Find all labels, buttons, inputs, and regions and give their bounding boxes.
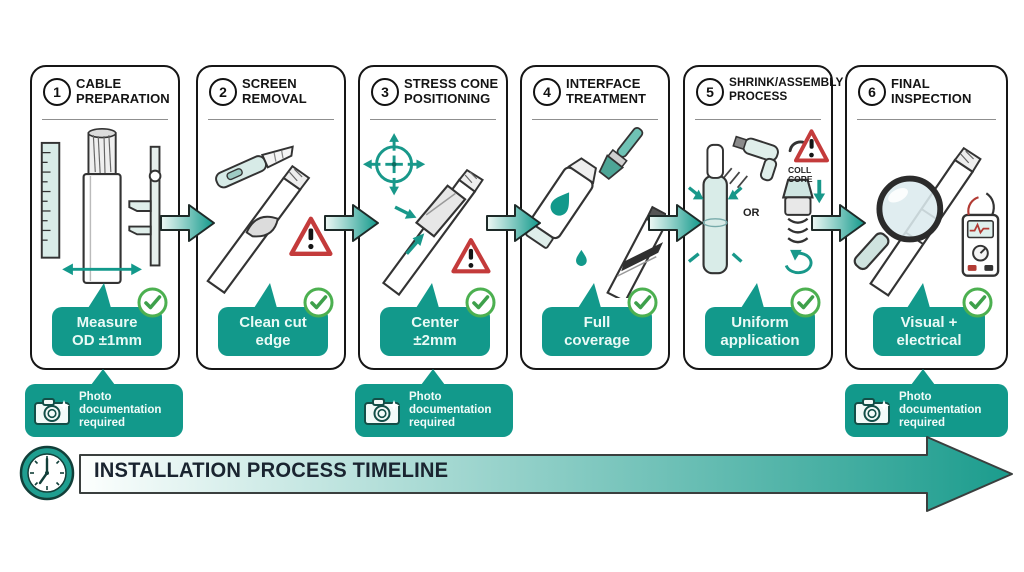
callout-tail (416, 283, 439, 308)
core-label: COLL CORE (788, 165, 813, 185)
header-divider (857, 119, 996, 120)
photo-documentation-badge: Photo documentation required (845, 369, 1008, 437)
photo-documentation-badge: Photo documentation required (355, 369, 513, 437)
step-title: INTERFACE TREATMENT (566, 76, 647, 107)
gel-tube-brush-icon (525, 127, 671, 303)
application-callout: Uniform application (705, 307, 815, 356)
header-divider (532, 119, 658, 120)
step-arrow-icon (160, 204, 215, 242)
step-title: SHRINK/ASSEMBLY PROCESS (729, 75, 844, 103)
header-divider (695, 119, 821, 120)
header-divider (42, 119, 168, 120)
check-icon (962, 287, 993, 318)
photo-documentation-badge: Photo documentation required (25, 369, 183, 437)
timeline-arrow (79, 436, 1013, 512)
step-arrow-icon (324, 204, 379, 242)
step-title: STRESS CONE POSITIONING (404, 76, 499, 107)
photo-badge-text: Photo documentation required (79, 391, 162, 429)
cable-preparation-illustration (34, 123, 176, 298)
header-divider (208, 119, 334, 120)
shrink-assembly-illustration (687, 123, 829, 298)
photo-badge-text: Photo documentation required (409, 391, 492, 429)
magnifier-multimeter-icon (853, 146, 1000, 297)
step-panel-cable-preparation: 1 CABLE PREPARATION (30, 65, 180, 370)
tolerance-callout: Center ±2mm (380, 307, 490, 356)
step-number-badge: 5 (696, 78, 724, 106)
screen-removal-illustration (200, 123, 342, 298)
badge-tail (91, 369, 115, 385)
step-panel-stress-cone-positioning: 3 STRESS CONE POSITIONING (358, 65, 508, 370)
step-title: CABLE PREPARATION (76, 76, 170, 107)
check-icon (627, 287, 658, 318)
step-number-badge: 2 (209, 78, 237, 106)
tolerance-callout: Measure OD ±1mm (52, 307, 162, 356)
header-divider (370, 119, 496, 120)
quality-callout: Clean cut edge (218, 307, 328, 356)
callout-tail (741, 283, 764, 308)
check-icon (790, 287, 821, 318)
check-icon (303, 287, 334, 318)
interface-treatment-illustration (524, 123, 671, 303)
step-title: FINAL INSPECTION (891, 76, 972, 107)
step-panel-final-inspection: 6 FINAL INSPECTION (845, 65, 1008, 370)
step-number-badge: 6 (858, 78, 886, 106)
clock-icon (19, 445, 75, 501)
check-icon (137, 287, 168, 318)
step-number-badge: 4 (533, 78, 561, 106)
callout-tail (578, 283, 601, 308)
utility-knife-cable-icon (206, 145, 333, 295)
step-panel-interface-treatment: 4 INTERFACE TREATMENT (520, 65, 671, 370)
callout-tail (88, 283, 111, 308)
step-panel-screen-removal: 2 SCREEN REMOVAL (196, 65, 346, 370)
camera-icon (854, 397, 890, 425)
or-label: OR (743, 207, 760, 219)
step-number-badge: 1 (43, 78, 71, 106)
badge-tail (421, 369, 445, 385)
camera-icon (364, 397, 400, 425)
heat-gun-shrink-tube-icon (687, 129, 829, 275)
callout-tail (907, 283, 930, 308)
timeline-title: INSTALLATION PROCESS TIMELINE (94, 459, 449, 482)
camera-icon (34, 397, 70, 425)
step-number-badge: 3 (371, 78, 399, 106)
final-inspection-illustration (849, 123, 1004, 298)
callout-tail (254, 283, 277, 308)
crosshair-cone-icon (362, 133, 491, 297)
inspection-callout: Visual + electrical (873, 307, 985, 356)
coverage-callout: Full coverage (542, 307, 652, 356)
step-arrow-icon (648, 204, 703, 242)
badge-tail (911, 369, 935, 385)
check-icon (465, 287, 496, 318)
step-arrow-icon (811, 204, 866, 242)
stress-cone-illustration (362, 123, 504, 298)
step-arrow-icon (486, 204, 541, 242)
step-title: SCREEN REMOVAL (242, 76, 307, 107)
cable-ruler-caliper-icon (40, 128, 162, 285)
photo-badge-text: Photo documentation required (899, 391, 982, 429)
